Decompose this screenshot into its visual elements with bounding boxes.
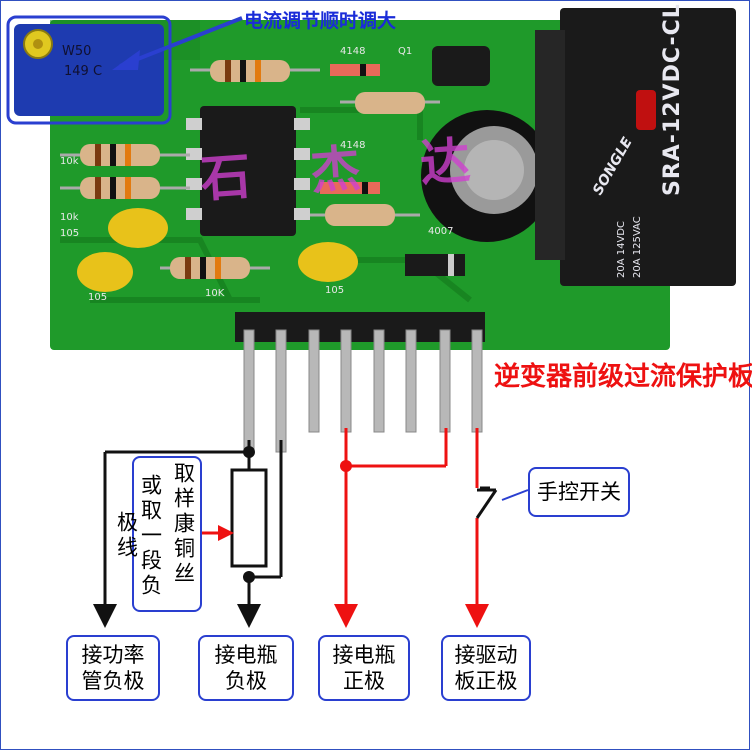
- arrow-to-driver-positive: [465, 604, 489, 628]
- sampling-note-box: 或取一段负极线 取样康铜丝: [114, 456, 202, 612]
- terminal-battery-positive: 接电瓶 正极: [318, 635, 410, 701]
- sampling-note-text: 或取一段负极线: [114, 473, 163, 599]
- resistor-label-3: 10K: [205, 288, 225, 299]
- ceramic-capacitors: [77, 208, 358, 292]
- diode-label-2: 4148: [340, 140, 366, 151]
- resistor-label-1: 10k: [60, 156, 79, 167]
- pot-adjust-note: 电流调节顺时调大: [244, 10, 397, 32]
- terminal-1-line2: 管负极: [81, 669, 145, 693]
- manual-switch-symbol: [475, 486, 498, 519]
- terminal-4-line2: 板正极: [454, 669, 518, 693]
- relay-rating-1: 20A 14VDC: [616, 221, 627, 278]
- terminal-3-line1: 接电瓶: [332, 643, 396, 667]
- capacitor-label-2: 105: [88, 292, 108, 303]
- pot-arrow-head: [112, 50, 140, 70]
- red-wiring: [200, 428, 479, 606]
- pot-highlight-box: [6, 15, 172, 125]
- shunt-resistor-symbol: [230, 468, 268, 568]
- terminal-4-line1: 接驱动: [454, 643, 518, 667]
- arrow-to-shunt: [218, 525, 234, 541]
- ic-chip: [200, 106, 296, 236]
- transistor-label: Q1: [398, 46, 413, 57]
- terminal-1-line1: 接功率: [81, 643, 145, 667]
- manual-switch-label: 手控开关: [528, 467, 630, 517]
- pot-marking-1: W50: [62, 44, 92, 59]
- terminal-power-transistor-negative: 接功率 管负极: [66, 635, 160, 701]
- terminal-2-line2: 负极: [225, 669, 267, 693]
- terminal-battery-negative: 接电瓶 负极: [198, 635, 294, 701]
- relay-rating-2: 20A 125VAC: [632, 216, 643, 278]
- resistors: [60, 60, 440, 279]
- pot-marking-2: 149 C: [64, 64, 103, 79]
- terminal-2-line1: 接电瓶: [214, 643, 278, 667]
- capacitor-label-3: 105: [325, 285, 345, 296]
- terminal-3-line2: 正极: [343, 669, 385, 693]
- diode-label-1: 4148: [340, 46, 366, 57]
- transistor: [432, 46, 490, 86]
- board-title: 逆变器前级过流保护板: [494, 362, 752, 392]
- arrow-to-battery-negative: [237, 604, 261, 628]
- relay-body: [560, 8, 736, 286]
- resistor-label-2: 10k: [60, 212, 79, 223]
- diode-label-3: 4007: [428, 226, 454, 237]
- capacitor-label-1: 105: [60, 228, 80, 239]
- arrow-to-battery-positive: [334, 604, 358, 628]
- relay-model: SRA-12VDC-CL: [660, 3, 685, 196]
- arrow-to-power-transistor: [93, 604, 117, 628]
- ic-pins: [186, 118, 310, 220]
- terminal-driver-board-positive: 接驱动 板正极: [441, 635, 531, 701]
- diodes: [320, 64, 465, 276]
- shunt-wire-text: 取样康铜丝: [171, 462, 196, 587]
